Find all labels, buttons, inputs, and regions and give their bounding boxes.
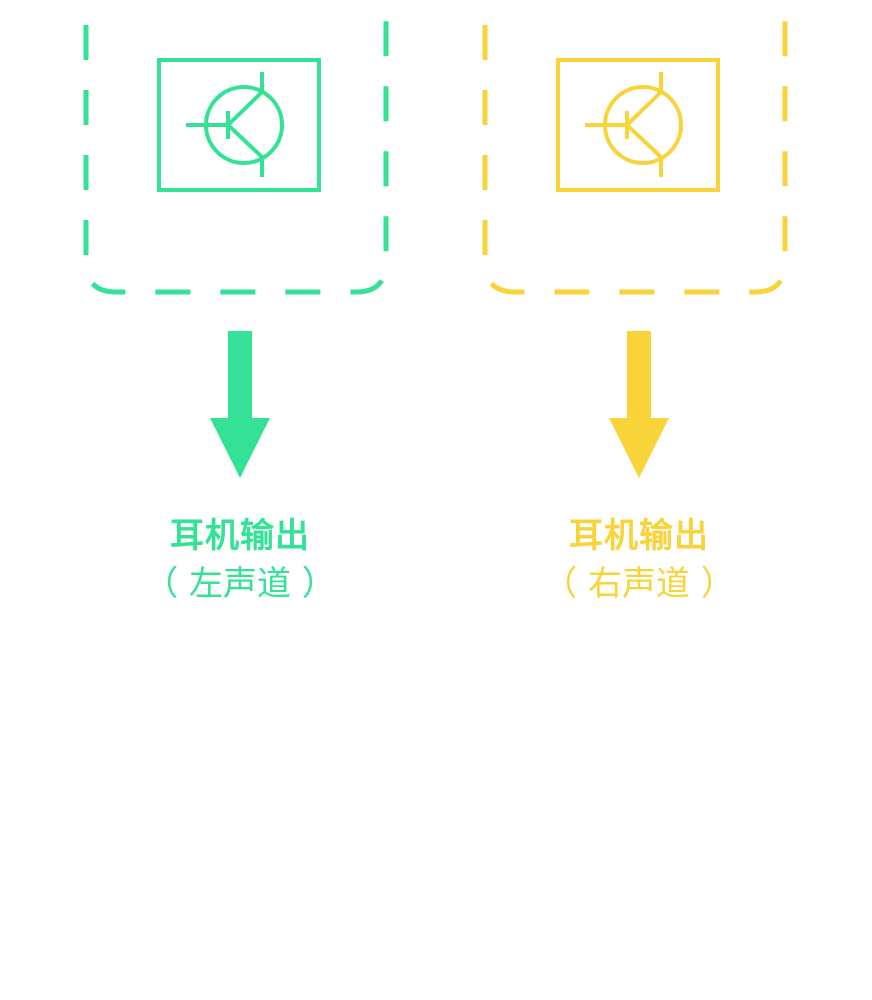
arrow-down-icon [210,331,270,478]
right-channel [482,0,788,478]
left-channel-title: 耳机输出 [170,516,310,556]
dashed-box-left [83,0,389,295]
right-channel-subtitle: （ 右声道 ） [543,564,735,604]
transistor-icon [585,72,683,177]
right-channel-title: 耳机输出 [569,516,709,556]
transistor-icon [186,72,284,177]
arrow-down-icon [609,331,669,478]
component-box-left [157,58,321,192]
component-box-right [556,58,720,192]
left-channel [83,0,389,478]
dashed-box-right [482,0,788,295]
left-channel-subtitle: （ 左声道 ） [144,564,336,604]
